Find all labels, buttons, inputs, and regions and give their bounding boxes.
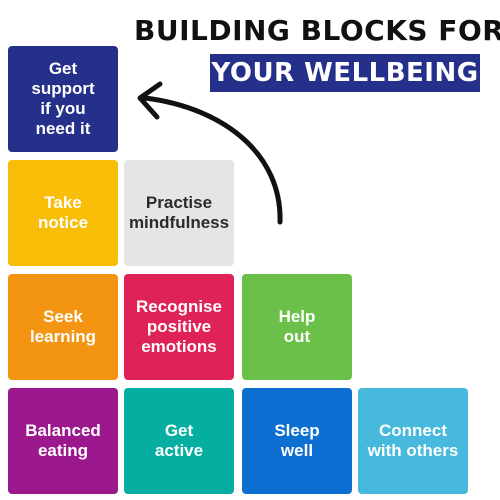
block-connect-with-others: Connect with others [358, 388, 468, 494]
block-take-notice: Take notice [8, 160, 118, 266]
curved-arrow-shaft [142, 95, 283, 225]
block-get-support: Get support if you need it [8, 46, 118, 152]
block-help-out: Help out [242, 274, 352, 380]
block-seek-learning: Seek learning [8, 274, 118, 380]
block-balanced-eating: Balanced eating [8, 388, 118, 494]
block-practise-mindfulness: Practise mindfulness [124, 160, 234, 266]
title-line-1: BUILDING BLOCKS FOR [134, 14, 500, 47]
block-get-active: Get active [124, 388, 234, 494]
curved-arrow-head [137, 81, 163, 120]
block-sleep-well: Sleep well [242, 388, 352, 494]
title-banner: YOUR WELLBEING [210, 54, 480, 92]
block-recognise-positive-emotions: Recognise positive emotions [124, 274, 234, 380]
